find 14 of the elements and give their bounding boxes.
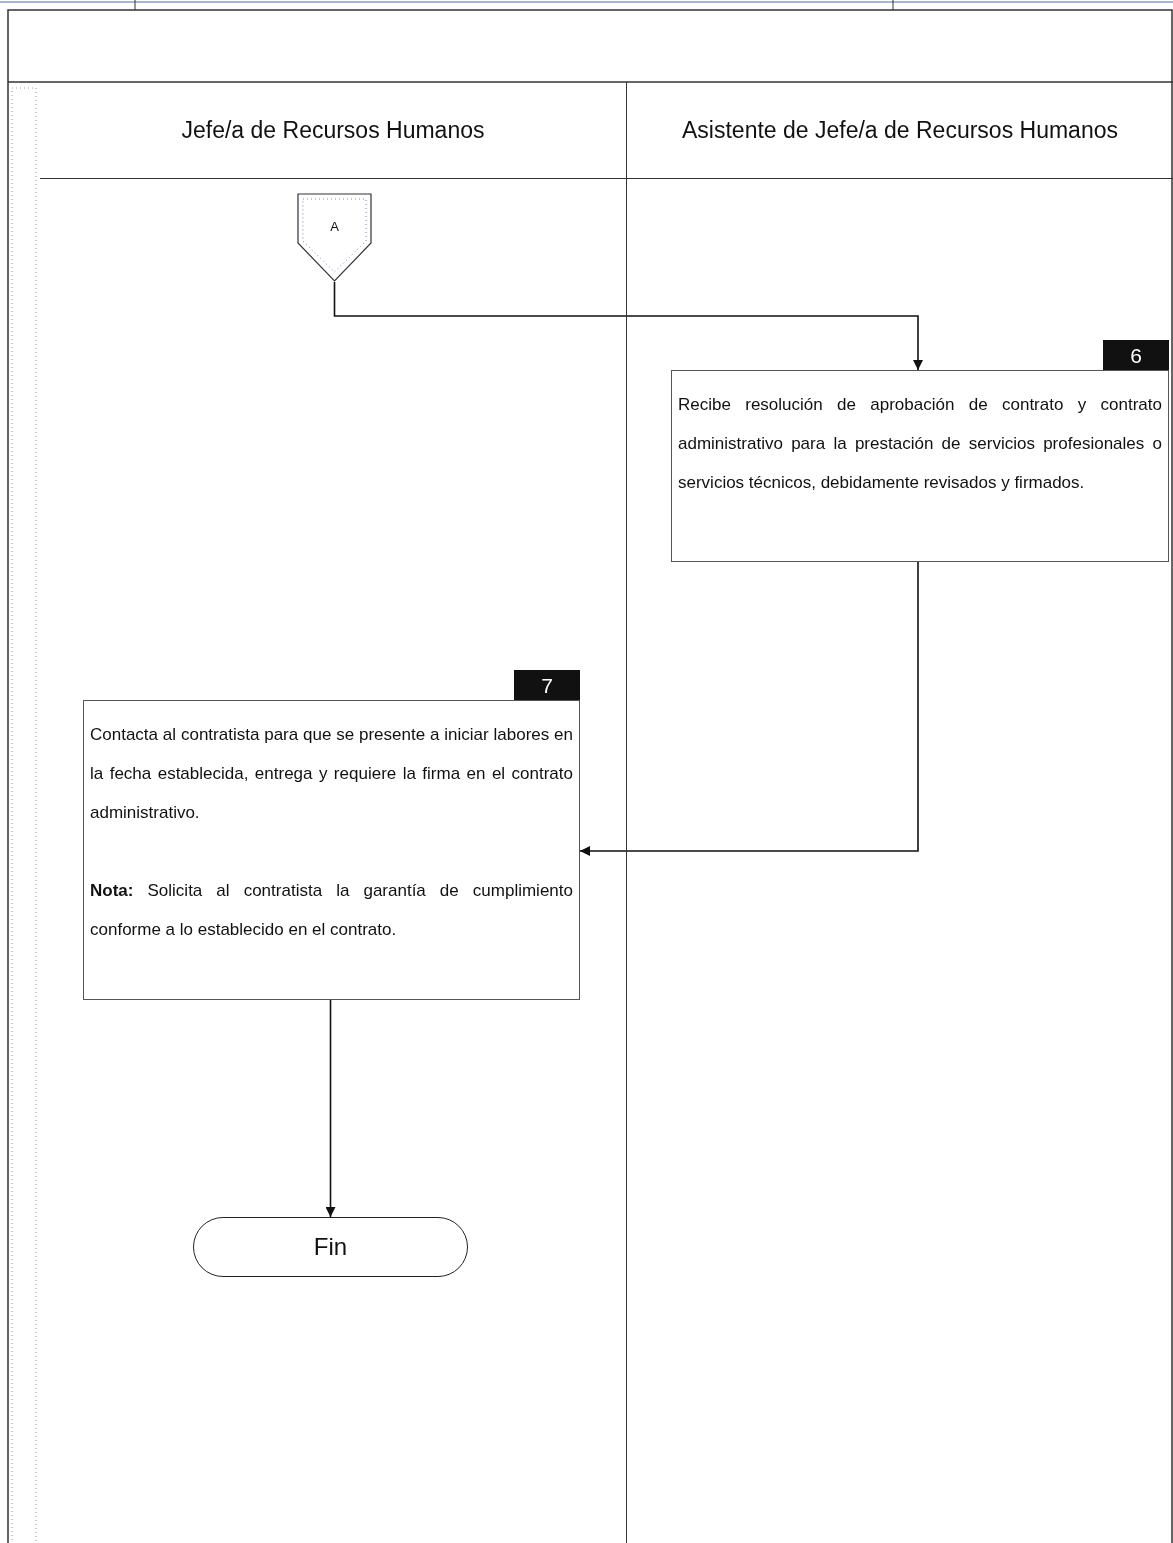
terminator bbox=[193, 1217, 468, 1277]
step-description: Contacta al contratista para que se presente a iniciar labores en la fecha establecida, entrega y requiere la firma en el contrato administrativo. bbox=[90, 724, 573, 824]
swimlane bbox=[626, 82, 1173, 1543]
lane-title: Jefe/a de Recursos Humanos bbox=[181, 116, 485, 144]
step-number: 7 bbox=[514, 670, 580, 700]
arrow bbox=[579, 561, 919, 856]
step-description: Nota: Solicita al contratista la garantía de cumplimiento conforme a lo establecido en el contrato. bbox=[90, 880, 573, 941]
terminator-label: Fin bbox=[313, 1233, 348, 1261]
step-number: 6 bbox=[1103, 340, 1169, 370]
step-description: Recibe resolución de aprobación de contrato y contrato administrativo para la prestación de servicios profesionales o servicios técnicos, debidamente revisados y firmados. bbox=[678, 394, 1162, 494]
arrow bbox=[333, 281, 923, 371]
lane-title: Asistente de Jefe/a de Recursos Humanos bbox=[682, 116, 1118, 144]
arrow bbox=[325, 999, 336, 1218]
connector-label: A bbox=[330, 219, 339, 235]
